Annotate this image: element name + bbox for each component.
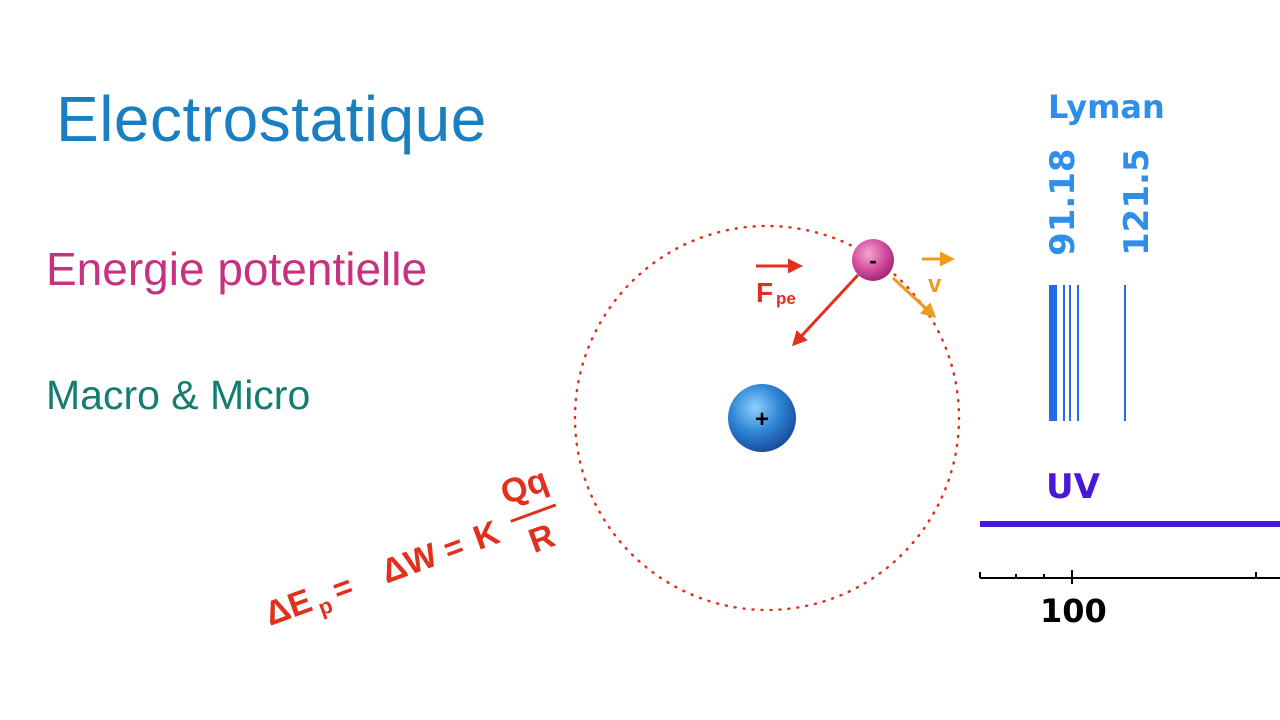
spectrum-line-lyman-alpha	[1124, 285, 1126, 421]
force-label: F pe	[756, 258, 803, 308]
formula-denominator: R	[524, 517, 560, 561]
velocity-label: v	[922, 251, 955, 298]
force-symbol: F	[756, 277, 773, 308]
spectrum-line-label-1: 91.18	[1043, 148, 1083, 256]
force-arrow	[791, 273, 860, 347]
nucleus: +	[728, 384, 796, 452]
uv-band-bar	[980, 521, 1280, 527]
formula-constant-k: K	[468, 513, 504, 557]
velocity-arrow	[891, 276, 937, 319]
electron-symbol: -	[869, 248, 876, 273]
spectrum-panel: Lyman 91.18 121.5 UV 100	[979, 88, 1280, 630]
slide-subtitle: Energie potentielle	[46, 243, 428, 295]
force-subscript: pe	[776, 289, 796, 308]
axis-tick-label: 100	[1040, 592, 1107, 630]
spectrum-band-label: UV	[1046, 467, 1101, 507]
formula-fraction-bar	[510, 503, 557, 523]
spectrum-series-name: Lyman	[1048, 88, 1165, 126]
spectrum-line	[1069, 285, 1071, 421]
formula-equals-1: =	[328, 568, 358, 608]
slide-subsubtitle: Macro & Micro	[46, 372, 311, 418]
velocity-symbol: v	[928, 271, 942, 298]
formula-delta-e: ΔE	[260, 582, 317, 634]
spectrum-line-label-2: 121.5	[1117, 148, 1157, 256]
electron: -	[852, 239, 894, 281]
spectrum-line	[1077, 285, 1079, 421]
orbit-circle	[573, 224, 961, 612]
nucleus-symbol: +	[755, 406, 769, 433]
slide-title: Electrostatique	[56, 83, 487, 155]
spectrum-line-limit	[1049, 285, 1057, 421]
formula-numerator: Qq	[496, 461, 553, 513]
formula-delta-w: ΔW	[376, 536, 443, 591]
formula-delta-e-subscript: p	[315, 592, 336, 620]
formula-equals-2: =	[439, 527, 469, 567]
spectrum-line	[1063, 285, 1065, 421]
energy-formula: ΔE p = ΔW = K Qq R	[260, 461, 560, 634]
